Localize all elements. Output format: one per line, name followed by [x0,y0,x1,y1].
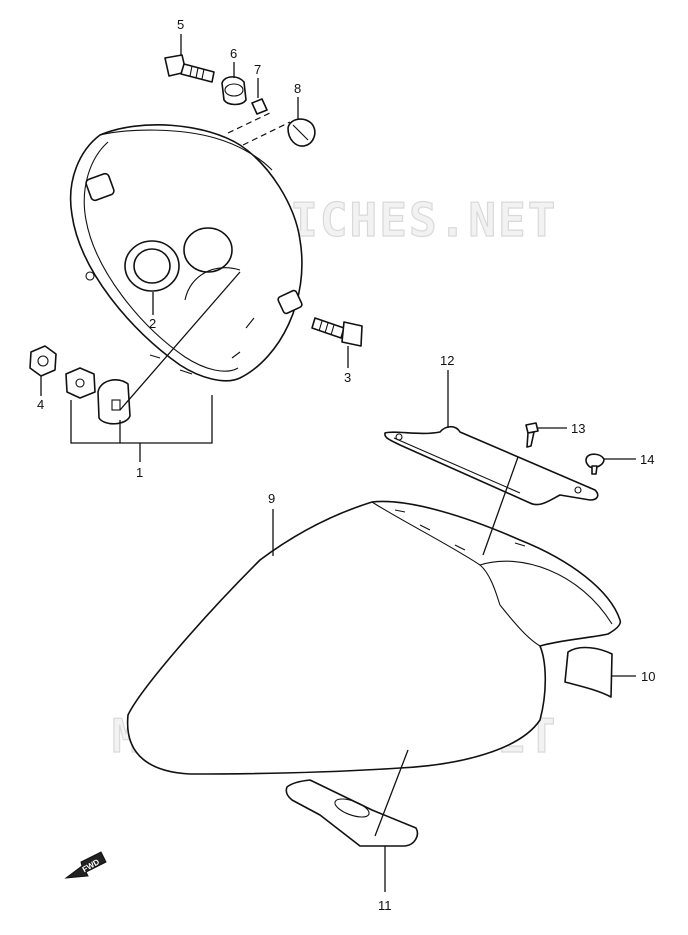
mount-rubber-a[interactable] [65,367,96,399]
callout-7: 7 [254,62,261,77]
mount-rubber-b[interactable] [97,379,131,425]
callout-3: 3 [344,370,351,385]
nut-4[interactable] [29,345,57,377]
headlight-housing[interactable] [69,124,303,382]
rubber-guide-line [119,271,241,411]
cap-nut-8[interactable] [287,118,316,147]
callout-14: 14 [640,452,654,467]
screw-13[interactable] [525,422,539,448]
fwd-direction-badge: FWD [64,851,107,879]
callout-6: 6 [230,46,237,61]
housing-slot-left [85,172,115,202]
callout-1-bracket [70,395,213,444]
grommet-2[interactable] [124,240,180,292]
guide-line-nut [242,121,291,146]
bolt-3[interactable] [311,317,363,347]
callout-10: 10 [641,669,655,684]
bolt-5[interactable] [164,54,215,83]
lower-bracket-11[interactable] [285,779,419,847]
fender-brace-12[interactable] [384,425,599,506]
bushing-6[interactable] [221,76,247,106]
callout-1: 1 [136,465,143,480]
callout-5: 5 [177,17,184,32]
fender-pad-10[interactable] [564,646,613,698]
callout-8: 8 [294,81,301,96]
callout-4: 4 [37,397,44,412]
bracket-guide-line [374,749,409,837]
screw-14[interactable] [585,453,605,475]
callout-13: 13 [571,421,585,436]
collar-7[interactable] [251,98,268,115]
callout-9: 9 [268,491,275,506]
callout-2: 2 [149,316,156,331]
front-fender[interactable] [126,500,622,775]
housing-slot-right [277,289,303,315]
brace-guide-line [482,456,519,556]
callout-12: 12 [440,353,454,368]
housing-opening [183,227,233,273]
guide-line-bolt [227,111,273,134]
callout-11: 11 [378,898,392,913]
